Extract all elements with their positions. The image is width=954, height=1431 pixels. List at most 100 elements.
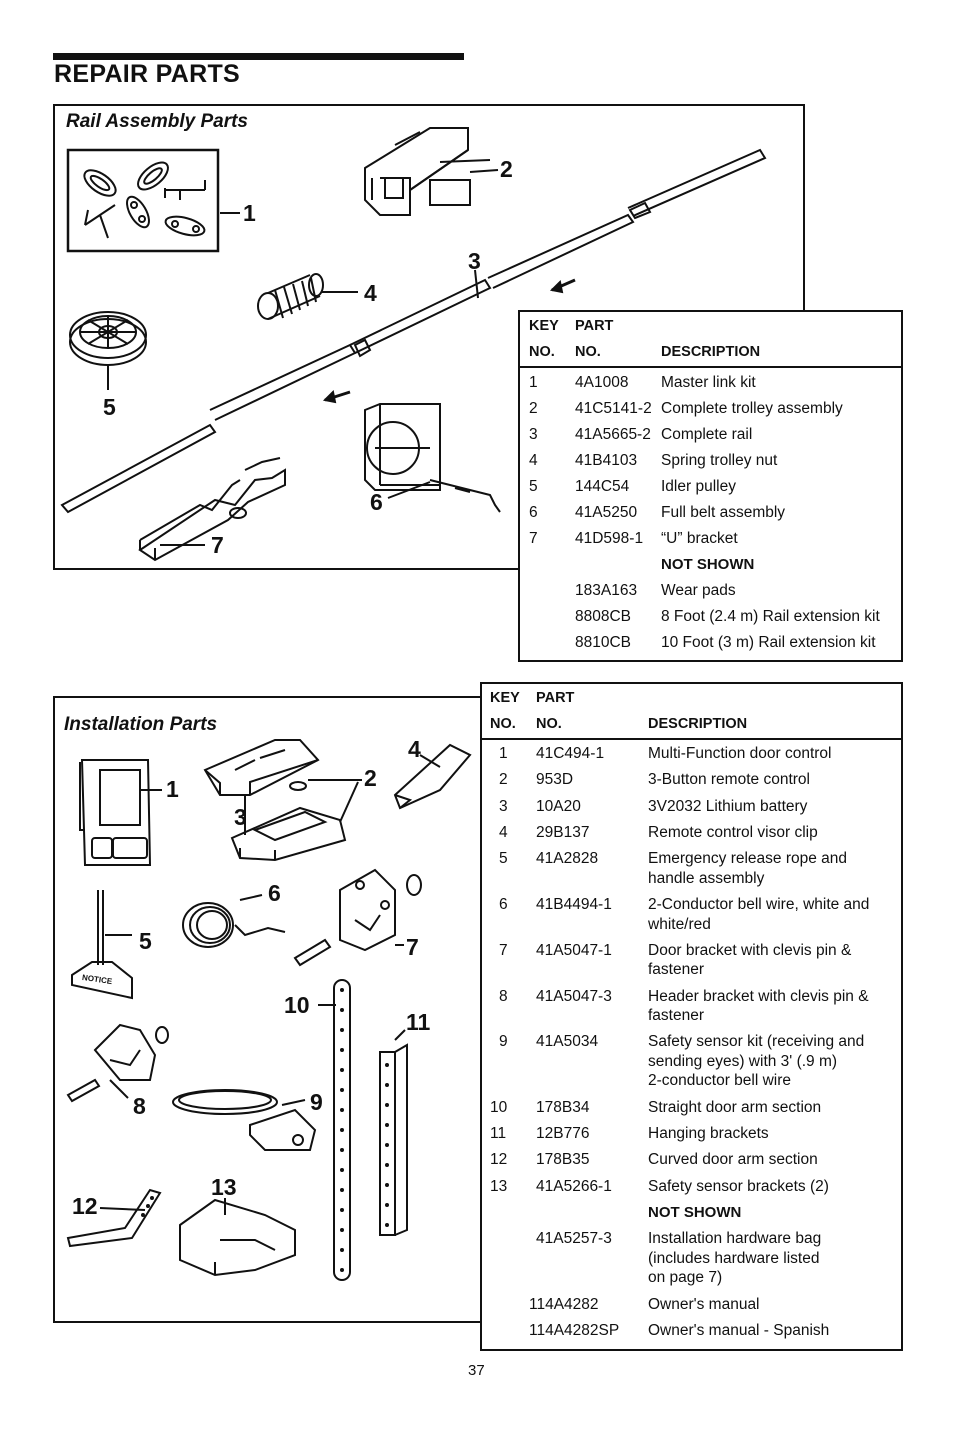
desc-line: Header bracket with clevis pin &: [648, 987, 869, 1005]
rail-callout-5: 5: [103, 394, 116, 420]
desc-line: Safety sensor brackets (2): [648, 1177, 829, 1195]
desc-line: Owner's manual - Spanish: [648, 1321, 830, 1339]
key-cell: 7: [499, 941, 508, 959]
desc-line: 3V2032 Lithium battery: [648, 797, 808, 815]
desc-line: Door bracket with clevis pin &: [648, 941, 852, 959]
install-callout-9: 9: [310, 1089, 323, 1115]
desc-cell: Spring trolley nut: [661, 452, 778, 469]
install-callout-4: 4: [408, 736, 421, 762]
part-cell: 41A5047-1: [536, 941, 612, 959]
part-cell: 41A5034: [536, 1033, 599, 1051]
rail-callout-3: 3: [468, 248, 481, 274]
key-cell: 10: [490, 1098, 508, 1116]
install-callout-7: 7: [406, 934, 419, 960]
key-cell: 6: [529, 504, 538, 521]
key-cell: 3: [529, 426, 538, 443]
key-cell: 12: [490, 1151, 508, 1169]
desc-cell: Idler pulley: [661, 478, 736, 495]
desc-line: fastener: [648, 1007, 705, 1025]
desc-cell: “U” bracket: [661, 530, 738, 547]
key-cell: 3: [499, 797, 508, 815]
part-cell: 4A1008: [575, 374, 629, 391]
desc-cell: 8 Foot (2.4 m) Rail extension kit: [661, 608, 880, 625]
install-callout-1: 1: [166, 776, 179, 802]
desc-cell: Full belt assembly: [661, 504, 786, 521]
desc-line: Safety sensor kit (receiving and: [648, 1033, 865, 1051]
install-callout-11: 11: [406, 1009, 431, 1035]
key-cell: 11: [490, 1125, 507, 1142]
desc-line: 2-Conductor bell wire, white and: [648, 896, 870, 913]
not-shown-label: NOT SHOWN: [661, 556, 755, 573]
desc-line: Multi-Function door control: [648, 745, 832, 762]
key-cell: 1: [499, 745, 508, 762]
key-cell: 6: [499, 896, 508, 913]
key-cell: 4: [529, 452, 538, 469]
desc-line: Hanging brackets: [648, 1125, 769, 1142]
desc-cell: 10 Foot (3 m) Rail extension kit: [661, 634, 876, 651]
page-title: REPAIR PARTS: [54, 60, 241, 88]
key-cell: 4: [499, 823, 508, 841]
desc-line: Curved door arm section: [648, 1151, 818, 1169]
install-section-title: Installation Parts: [64, 714, 218, 735]
install-callout-3: 3: [234, 804, 247, 830]
part-cell: 183A163: [575, 582, 638, 599]
part-cell: 12B776: [536, 1125, 590, 1142]
desc-line: Emergency release rope and: [648, 850, 848, 868]
desc-cell: Complete trolley assembly: [661, 400, 843, 417]
key-cell: 2: [529, 400, 538, 417]
desc-line: Straight door arm section: [648, 1098, 822, 1116]
install-callout-12: 12: [72, 1193, 98, 1219]
desc-line: sending eyes) with 3' (.9 m): [648, 1052, 838, 1070]
rail-callout-4: 4: [364, 280, 377, 306]
part-cell: 41B4103: [575, 452, 638, 469]
desc-line: Installation hardware bag: [648, 1230, 822, 1248]
rail-callout-1: 1: [243, 200, 256, 226]
part-cell: 144C54: [575, 478, 630, 495]
part-cell: 41D598-1: [575, 530, 644, 547]
part-cell: 8810CB: [575, 634, 632, 651]
part-cell: 41A5257-3: [536, 1230, 612, 1248]
key-cell: 1: [529, 374, 538, 391]
desc-line: 3-Button remote control: [648, 771, 810, 789]
desc-line: Owner's manual: [648, 1295, 760, 1313]
desc-line: on page 7): [648, 1269, 723, 1287]
part-cell: 178B35: [536, 1151, 590, 1169]
desc-line: (includes hardware listed: [648, 1249, 820, 1267]
key-cell: 5: [499, 850, 508, 868]
part-cell: 41A2828: [536, 850, 599, 868]
key-cell: 2: [499, 771, 508, 789]
key-cell: 7: [529, 530, 538, 547]
part-cell: 41B4494-1: [536, 896, 612, 913]
part-cell: 953D: [536, 771, 574, 789]
part-cell: 114A4282SP: [529, 1321, 620, 1339]
part-cell: 41A5665-2: [575, 426, 651, 443]
install-callout-10: 10: [284, 992, 310, 1018]
part-cell: 178B34: [536, 1098, 590, 1116]
part-cell: 41A5250: [575, 504, 638, 521]
key-cell: 9: [499, 1033, 508, 1051]
part-cell: 41C494-1: [536, 745, 605, 762]
desc-cell: Master link kit: [661, 374, 756, 391]
key-cell: 5: [529, 478, 538, 495]
install-callout-6: 6: [268, 880, 281, 906]
desc-line: white/red: [648, 915, 711, 933]
desc-line: handle assembly: [648, 869, 765, 887]
install-callout-8: 8: [133, 1093, 146, 1119]
part-cell: 41A5266-1: [536, 1177, 612, 1195]
rail-callout-6: 6: [370, 489, 383, 515]
part-cell: 41C5141-2: [575, 400, 652, 417]
install-callout-13: 13: [211, 1174, 237, 1200]
key-cell: 13: [490, 1177, 508, 1195]
desc-line: Remote control visor clip: [648, 823, 818, 841]
rail-assembly-illustration: [60, 127, 767, 562]
page-number: 37: [468, 1362, 485, 1379]
rail-section-title: Rail Assembly Parts: [66, 111, 248, 132]
part-cell: 41A5047-3: [536, 987, 612, 1005]
rail-callout-2: 2: [500, 156, 513, 182]
part-cell: 114A4282: [529, 1295, 599, 1313]
title-rule: [53, 53, 464, 60]
install-callout-5: 5: [139, 928, 152, 954]
